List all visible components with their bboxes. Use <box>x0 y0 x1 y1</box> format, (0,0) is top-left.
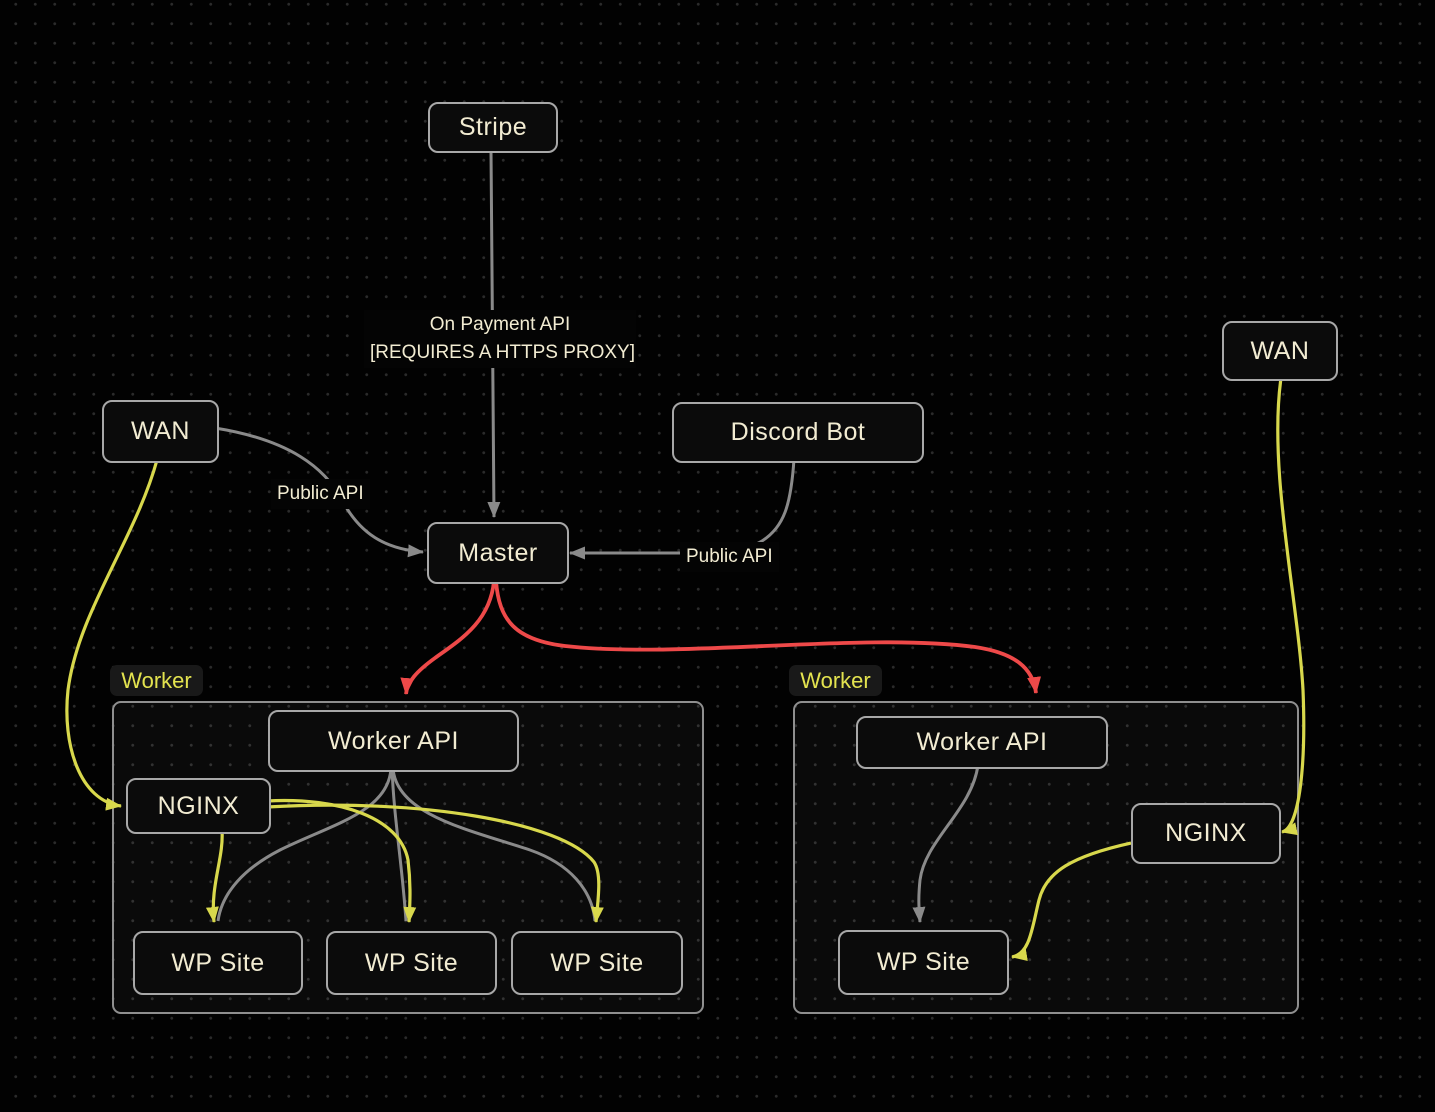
node-nginx-right[interactable]: NGINX <box>1131 803 1281 864</box>
node-worker-api-left[interactable]: Worker API <box>268 710 519 772</box>
edge-master-worker-right[interactable] <box>494 580 1042 694</box>
edge-wan-left-nginx[interactable] <box>65 459 159 811</box>
node-label: Worker API <box>328 726 459 755</box>
node-label: Discord Bot <box>730 418 866 446</box>
node-label: WAN <box>1250 336 1310 365</box>
node-label: Stripe <box>458 113 528 141</box>
worker-group-right-label[interactable]: Worker <box>789 665 882 696</box>
edge-workerapi-left-wp1[interactable] <box>216 767 393 922</box>
edge-master-worker-left[interactable] <box>400 580 496 695</box>
node-wp-site-2[interactable]: WP Site <box>326 931 497 995</box>
worker-group-right[interactable] <box>793 701 1299 1014</box>
edge-discord-master[interactable] <box>569 458 796 560</box>
worker-group-left[interactable] <box>112 701 704 1014</box>
node-wan-left[interactable]: WAN <box>102 400 219 463</box>
node-nginx-left[interactable]: NGINX <box>126 778 271 834</box>
node-wp-site-3[interactable]: WP Site <box>511 931 683 995</box>
edge-label-public-api-left[interactable]: Public API <box>271 479 370 509</box>
edge-label-line: On Payment API <box>429 314 571 335</box>
edge-wan-right-nginx[interactable] <box>1276 377 1306 836</box>
worker-group-left-label[interactable]: Worker <box>110 665 203 696</box>
edge-label-text: Public API <box>686 546 773 567</box>
node-worker-api-right[interactable]: Worker API <box>856 716 1108 769</box>
node-label: WAN <box>131 417 190 445</box>
node-wp-site-1[interactable]: WP Site <box>133 931 303 995</box>
edge-label-payment-api[interactable]: On Payment API [REQUIRES A HTTPS PROXY] <box>364 310 636 368</box>
worker-label-text: Worker <box>800 667 871 693</box>
node-stripe[interactable]: Stripe <box>428 102 558 153</box>
node-label: Master <box>458 538 538 567</box>
node-wp-site-right[interactable]: WP Site <box>838 930 1009 995</box>
node-label: Worker API <box>916 728 1048 756</box>
node-master[interactable]: Master <box>427 522 569 584</box>
node-label: NGINX <box>1165 819 1247 847</box>
node-label: WP Site <box>550 948 644 977</box>
node-label: NGINX <box>157 791 240 820</box>
worker-label-text: Worker <box>121 667 192 693</box>
edge-workerapi-left-wp3[interactable] <box>391 767 597 922</box>
edge-nginx-left-wp1[interactable] <box>205 829 224 923</box>
edge-label-public-api-right[interactable]: Public API <box>680 542 779 572</box>
edge-label-line: [REQUIRES A HTTPS PROXY] <box>370 342 636 363</box>
edge-label-text: Public API <box>277 483 364 504</box>
node-discord-bot[interactable]: Discord Bot <box>672 402 924 463</box>
edge-nginx-left-wp3[interactable] <box>266 803 604 923</box>
edge-workerapi-left-wp2[interactable] <box>390 767 408 922</box>
node-wan-right[interactable]: WAN <box>1222 321 1338 381</box>
node-label: WP Site <box>364 948 459 977</box>
edge-nginx-left-wp2[interactable] <box>266 798 417 923</box>
edge-nginx-right-wpsite[interactable] <box>1011 841 1132 961</box>
node-label: WP Site <box>171 948 265 977</box>
edge-workerapi-right-wpsite[interactable] <box>912 764 980 923</box>
node-label: WP Site <box>876 948 971 976</box>
